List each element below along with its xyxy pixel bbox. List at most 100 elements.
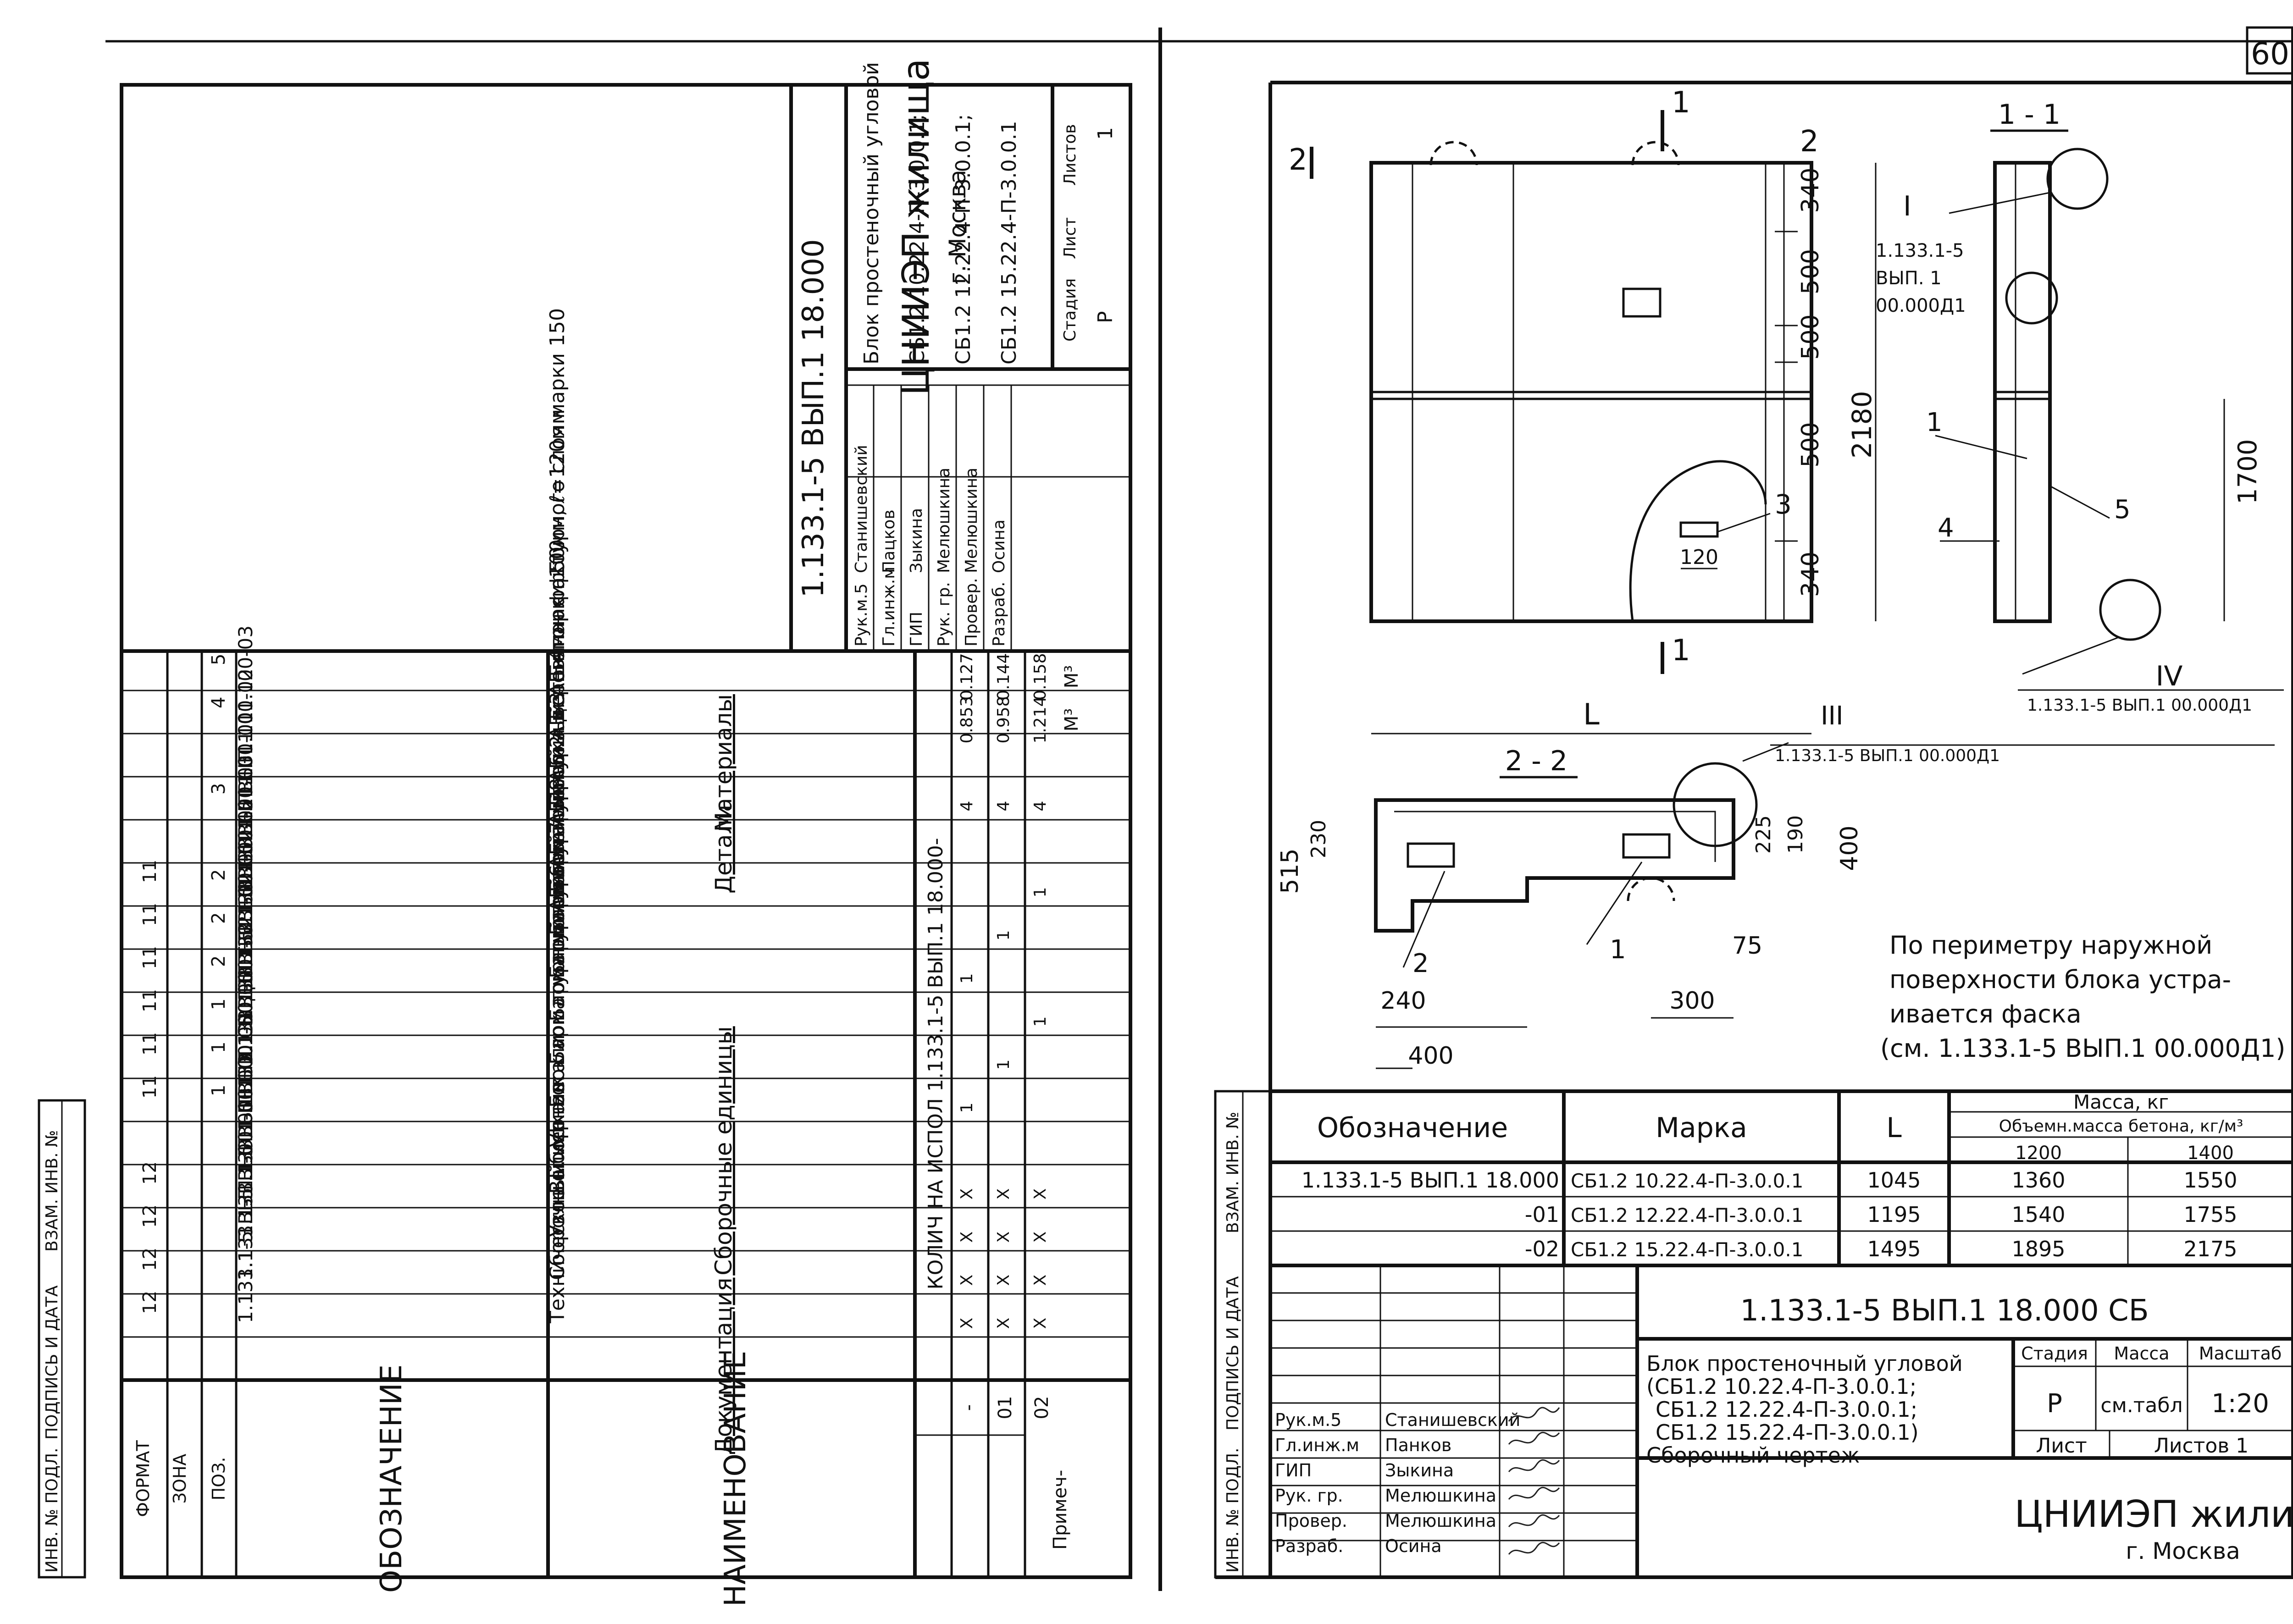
spec-row-q1: 1	[994, 1060, 1013, 1070]
right-stamp-signature: ПОДПИСЬ И ДАТА	[1224, 1276, 1242, 1431]
spec-row-q1: 0.144	[994, 653, 1013, 700]
spec-h-designation: ОБОЗНАЧЕНИЕ	[375, 1364, 409, 1593]
note-line-3: ивается фаска	[1889, 1000, 2082, 1028]
section-1-1: 1 - 1 I 1.133.1-5 ВЫП. 1 00.000Д1 1 4 5 …	[1876, 99, 2284, 715]
sheet-number-box	[2246, 26, 2293, 75]
right-tb-sheet-label: Лист	[2036, 1434, 2087, 1458]
node-I-leader	[1949, 192, 2050, 214]
left-tb-staff-name: Мелюшкина	[935, 468, 953, 573]
note-line-2: поверхности блока устра-	[1889, 965, 2231, 994]
section22-rebar	[1394, 811, 1716, 862]
right-tb-scale: 1:20	[2211, 1389, 2269, 1419]
left-title-block: Рук.м.5СтанишевскийГл.инж.мПацковГИПЗыки…	[122, 59, 1130, 653]
spec-row-name: Блок арматурный АБ-7	[546, 821, 569, 1065]
section11-node-ref-3: 00.000Д1	[1876, 295, 1966, 316]
spec-row-q0: 0.127	[958, 653, 976, 700]
spec-row-q1: 0.958	[994, 696, 1013, 743]
right-signatures	[1508, 1407, 1560, 1555]
right-tb-staff-name: Панков	[1385, 1435, 1451, 1455]
section22-loop	[1627, 877, 1675, 901]
section22-dim-1: 230	[1307, 820, 1330, 858]
spec-row-format: 11	[139, 946, 161, 969]
section22-outline	[1374, 798, 1735, 933]
spec-row-q0: X	[958, 1188, 976, 1200]
spec-row-q2: 1.214	[1031, 696, 1050, 743]
right-tb-city: г. Москва	[2126, 1538, 2240, 1564]
spec-row-name: Блок арматурный АБ-6	[546, 864, 569, 1108]
spec-row-q2: 1	[1031, 887, 1050, 898]
section22-title: 2 - 2	[1505, 745, 1567, 777]
right-tb-mass-label: Масса	[2114, 1343, 2169, 1364]
signature-6	[1508, 1541, 1560, 1555]
spec-row-name: Блок арматурный АБ-8	[546, 778, 569, 1022]
left-stamp-inv-podl: ИНВ. № ПОДЛ.	[43, 1447, 61, 1573]
mark-table-h-mark: Марка	[1656, 1112, 1747, 1144]
mark-row-m1200: 1360	[2011, 1168, 2065, 1193]
spec-row-pos: 2	[208, 869, 229, 881]
spec-row-designation: 1.133.1-5 ВЫП.1 12.100-01	[234, 841, 257, 1108]
spec-row-name: Блок арматурный АБ-2	[546, 735, 569, 978]
left-tb-staff-role: Разраб.	[990, 582, 1008, 646]
mark-table-h-designation: Обозначение	[1317, 1112, 1508, 1144]
chamfer-note: По периметру наружной поверхности блока …	[1880, 931, 2286, 1063]
elevation-dim-total: 2180	[1846, 391, 1878, 458]
spec-row-designation: 1.133.1-5 ВЫП.1 00.000 ТО	[234, 1055, 257, 1323]
spec-row-q2: X	[1031, 1232, 1050, 1243]
right-tb-staff-role: Провер.	[1275, 1511, 1347, 1531]
right-stamp-inv-podl: ИНВ. № ПОДЛ.	[1224, 1447, 1242, 1573]
spec-row-format: 11	[139, 1075, 161, 1099]
spec-row-name: Сборочный чертеж	[546, 1076, 569, 1280]
spec-h-note: Примеч-	[1050, 1470, 1071, 1550]
spec-row-q1: 1	[994, 930, 1013, 941]
elevation-dim-2: 500	[1797, 314, 1824, 359]
spec-h-name: НАИМЕНОВАНИЕ	[719, 1351, 753, 1607]
section11-dim-height: 1700	[2233, 439, 2263, 504]
lifting-loop-left	[1429, 141, 1478, 166]
spec-row-pos: 2	[208, 956, 229, 967]
right-tb-title-2: (СБ1.2 10.22.4-П-3.0.0.1;	[1646, 1374, 1916, 1399]
section1-mark-top: 1	[1672, 86, 1690, 120]
elevation-dim-4: 340	[1797, 552, 1824, 597]
left-tb-staff-role: Гл.инж.м	[880, 567, 898, 646]
spec-h-format: ФОРМАТ	[133, 1440, 153, 1517]
section11-leader-5	[2049, 485, 2110, 519]
spec-row-format: 11	[139, 860, 161, 883]
spec-row-q1: 4	[994, 801, 1013, 812]
section22-dim-5: 75	[1732, 932, 1762, 960]
section2-mark-left: 2	[1289, 143, 1307, 177]
node-I-circle	[2046, 148, 2109, 210]
spec-h-pos: ПОЗ.	[209, 1457, 229, 1501]
spec-row-note: М³	[1061, 665, 1082, 689]
node-IV-circle	[2099, 579, 2161, 641]
mark-row-designation: -01	[1525, 1202, 1559, 1227]
section22-leader-2	[1402, 871, 1446, 968]
section22-dim-2: 225	[1752, 815, 1775, 854]
spec-row-name: Сборочные единицы	[710, 1026, 737, 1276]
spec-h-zone: ЗОНА	[170, 1454, 190, 1504]
section22-pos2: 2	[1412, 949, 1429, 978]
elevation-pos3: 3	[1775, 489, 1792, 520]
mark-row-mark: СБ1.2 12.22.4-П-3.0.0.1	[1571, 1204, 1803, 1226]
embedded-detail	[1622, 287, 1662, 318]
right-tb-org: ЦНИИЭП жилища	[2015, 1493, 2293, 1536]
elevation-dim-plug: 120	[1680, 546, 1718, 569]
spec-row-q2: 4	[1031, 801, 1050, 812]
left-stamp-vzam: ВЗАМ. ИНВ. №	[43, 1130, 61, 1252]
section11-node-IV: IV	[2156, 660, 2183, 692]
section11-pos5: 5	[2114, 495, 2131, 525]
spec-row-pos: 1	[208, 999, 229, 1010]
spec-row-designation: 1.133.1-5 ВЫП.1 12.100-03	[234, 755, 257, 1022]
section1-mark-bottom: 1	[1672, 634, 1690, 668]
left-tb-staff-name: Мелюшкина	[962, 468, 981, 573]
left-tb-city: г. Москва	[944, 170, 971, 284]
section-2-2: 2 - 2 III 1.133.1-5 ВЫП.1 00.000Д1 51523…	[1276, 701, 2275, 1070]
right-tb-staff-name: Мелюшкина	[1385, 1511, 1496, 1531]
section22-dim-4: 400	[1836, 825, 1863, 871]
left-tb-sheets-label: Листов	[1061, 124, 1080, 186]
mark-row-mark: СБ1.2 10.22.4-П-3.0.0.1	[1571, 1170, 1803, 1192]
elevation-dim-length: L	[1583, 698, 1600, 732]
spec-row-pos: 3	[208, 783, 229, 795]
spec-row-q0: X	[958, 1318, 976, 1329]
spec-row-q2: 1	[1031, 1016, 1050, 1027]
